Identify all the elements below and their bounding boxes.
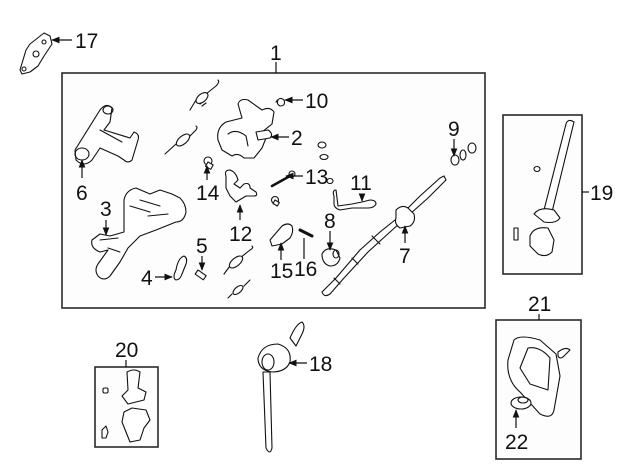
spring-lower[interactable] <box>164 125 198 155</box>
callout-13: 13 <box>305 166 328 189</box>
callout-21: 21 <box>528 293 551 316</box>
part-20-lock-kit[interactable] <box>101 369 151 443</box>
part-2-bracket[interactable] <box>217 98 275 159</box>
callout-11: 11 <box>350 172 372 195</box>
callout-16: 16 <box>294 258 317 281</box>
callout-10: 10 <box>305 90 328 113</box>
part-17-bracket[interactable] <box>19 32 53 75</box>
callout-5: 5 <box>196 235 208 258</box>
part-22-grommet[interactable] <box>510 396 532 410</box>
part-7-shaft[interactable] <box>321 175 447 297</box>
callout-20: 20 <box>115 339 138 362</box>
part-6-housing[interactable] <box>74 104 140 165</box>
callout-2: 2 <box>291 127 303 150</box>
callout-8: 8 <box>324 210 336 233</box>
small-bolt[interactable] <box>270 195 280 207</box>
callout-6: 6 <box>76 182 88 205</box>
callout-7: 7 <box>399 245 411 268</box>
part-12-lever[interactable] <box>224 169 258 203</box>
part-21-boot[interactable] <box>507 336 571 417</box>
part-16-pin[interactable] <box>298 228 314 238</box>
part-19-shaft[interactable] <box>513 119 575 257</box>
callout-4: 4 <box>141 267 153 290</box>
callout-12: 12 <box>229 223 252 246</box>
callout-9: 9 <box>448 118 460 141</box>
part-5-screw[interactable] <box>194 269 207 281</box>
spring-upper[interactable] <box>189 79 220 111</box>
part-18-shaft[interactable] <box>257 321 305 453</box>
part-15-bracket[interactable] <box>269 223 294 247</box>
part-10-clip[interactable] <box>275 97 286 107</box>
callout-15: 15 <box>270 260 293 283</box>
callout-22: 22 <box>505 431 528 454</box>
callout-19: 19 <box>590 182 613 205</box>
part-3-column-housing[interactable] <box>91 187 187 280</box>
spring-mid[interactable] <box>223 245 254 275</box>
callout-3: 3 <box>100 198 112 221</box>
part-4-clip[interactable] <box>173 255 188 281</box>
callout-17: 17 <box>75 30 98 53</box>
callout-14: 14 <box>196 182 220 205</box>
callout-18: 18 <box>309 353 332 376</box>
part-11-lever[interactable] <box>332 189 377 211</box>
callout-1: 1 <box>270 42 282 65</box>
washer-set[interactable] <box>317 141 334 185</box>
part-9-bearings[interactable] <box>450 142 477 166</box>
spring-bottom[interactable] <box>227 279 251 299</box>
